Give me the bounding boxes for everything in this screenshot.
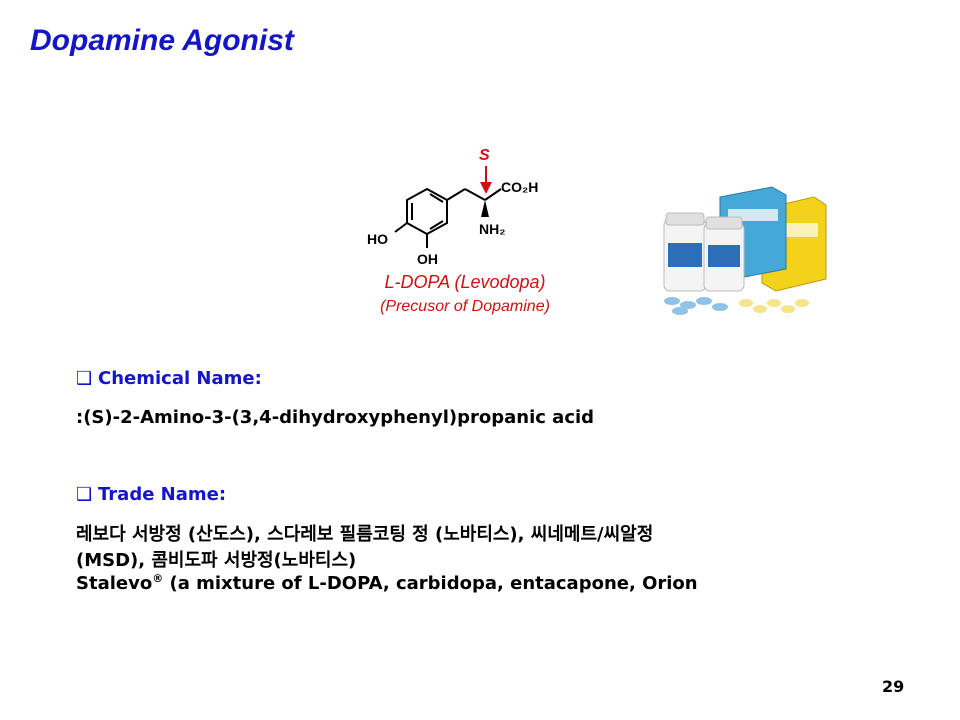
blue-tablet xyxy=(680,301,696,309)
bottle-cap xyxy=(705,216,743,230)
bottle-label xyxy=(708,245,740,267)
ring-double-bond xyxy=(429,220,444,230)
page-number: 29 xyxy=(882,677,905,696)
stalevo-description: (a mixture of L-DOPA, carbidopa, entacap… xyxy=(163,573,698,594)
chemical-name-label-text: Chemical Name: xyxy=(98,368,262,389)
stalevo-name: Stalevo xyxy=(76,573,153,594)
blue-tablet xyxy=(672,307,688,315)
product-photo-drawing xyxy=(663,186,827,315)
yellow-tablet xyxy=(739,299,753,307)
levodopa-structure: S CO₂H NH₂ HO OH L-DOPA (Levodopa) (Prec… xyxy=(355,140,575,325)
hydroxyl-bond xyxy=(394,222,408,233)
yellow-tablet xyxy=(753,305,767,313)
chemical-name-value: :(S)-2-Amino-3-(3,4-dihydroxyphenyl)prop… xyxy=(76,407,595,428)
ring-double-bond xyxy=(429,193,444,203)
yellow-tablet xyxy=(781,305,795,313)
oh-label: OH xyxy=(417,251,438,267)
blue-tablet xyxy=(696,297,712,305)
bottle-cap xyxy=(665,212,705,226)
stereo-wedge xyxy=(481,200,489,217)
bullet-icon: ❑ xyxy=(76,484,93,505)
stereo-arrow-head xyxy=(480,182,492,194)
blue-tablet xyxy=(712,303,728,311)
trade-name-line-2: (MSD), 콤비도파 서방정(노바티스) xyxy=(76,550,357,571)
registered-mark: ® xyxy=(152,572,164,585)
product-photo xyxy=(650,183,830,323)
bottle-label xyxy=(668,243,702,267)
trade-name-label-text: Trade Name: xyxy=(98,484,227,505)
levodopa-structure-drawing: S CO₂H NH₂ HO OH xyxy=(367,147,538,267)
side-chain-bond xyxy=(446,188,466,201)
trade-name-line-1: 레보다 서방정 (산도스), 스다레보 필름코팅 정 (노바티스), 씨네메트/… xyxy=(76,524,654,545)
side-chain-bond xyxy=(464,188,486,201)
trade-name-line-3: Stalevo® (a mixture of L-DOPA, carbidopa… xyxy=(76,572,698,594)
trade-name-label: ❑Trade Name: xyxy=(76,484,226,505)
carboxyl-label: CO₂H xyxy=(501,179,538,195)
blue-tablet xyxy=(664,297,680,305)
bullet-icon: ❑ xyxy=(76,368,93,389)
stereo-label: S xyxy=(479,147,490,164)
drug-subcaption: (Precusor of Dopamine) xyxy=(380,298,550,315)
carboxyl-bond xyxy=(484,188,502,201)
ho-label: HO xyxy=(367,231,388,247)
slide-title: Dopamine Agonist xyxy=(30,24,294,57)
yellow-tablet xyxy=(795,299,809,307)
drug-caption: L-DOPA (Levodopa) xyxy=(384,272,546,292)
amine-label: NH₂ xyxy=(479,221,505,237)
yellow-tablet xyxy=(767,299,781,307)
chemical-name-label: ❑Chemical Name: xyxy=(76,368,262,389)
